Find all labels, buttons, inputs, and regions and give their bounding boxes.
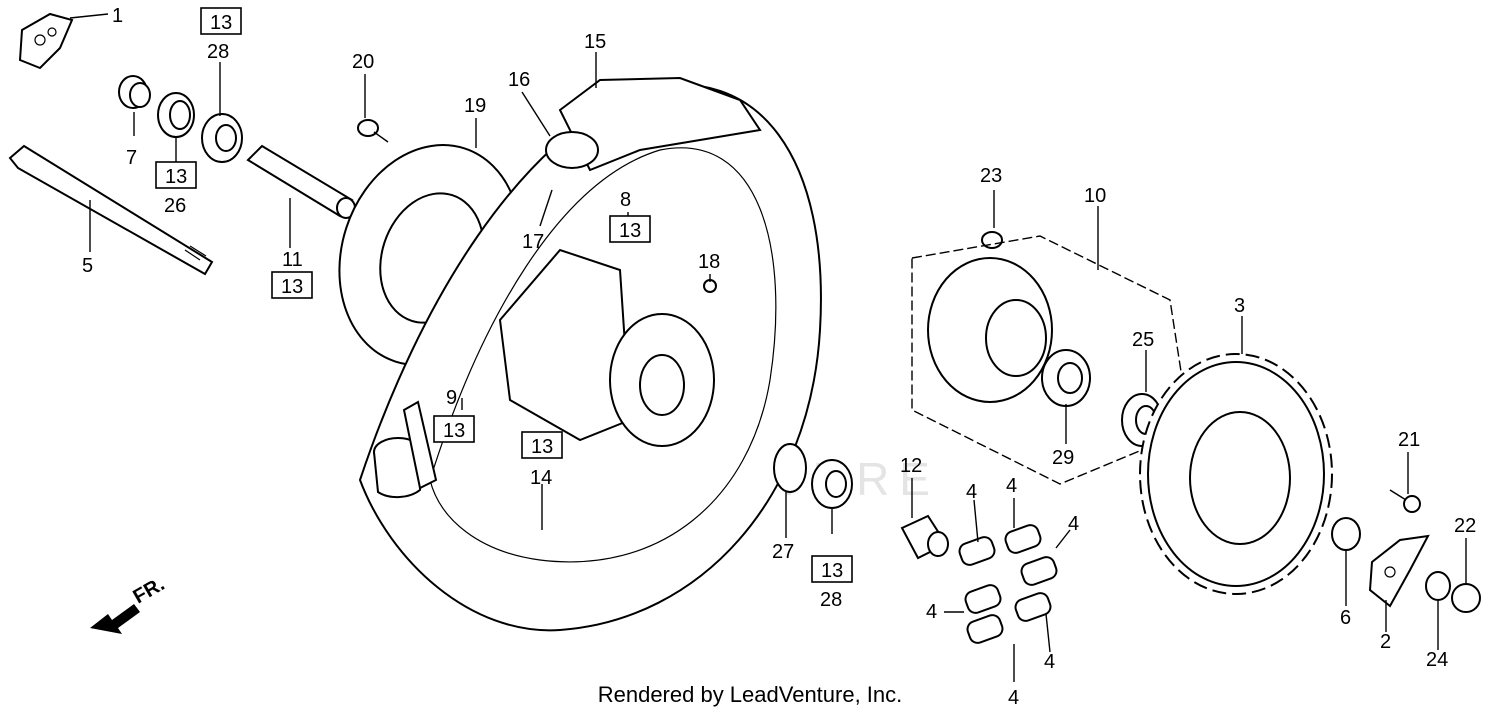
part-bearing-lower xyxy=(811,459,853,509)
svg-text:13: 13 xyxy=(531,436,553,458)
callout-21: 21 xyxy=(1398,429,1420,451)
callout-8: 8 xyxy=(620,189,631,211)
callout-1: 1 xyxy=(112,5,123,27)
part-wheel-damper-rubbers xyxy=(958,524,1058,644)
part-bearing-upper xyxy=(201,113,243,163)
front-direction-label: FR. xyxy=(130,573,169,608)
callout-7: 7 xyxy=(126,147,137,169)
callout-4-d: 4 xyxy=(926,601,937,623)
callout-2: 2 xyxy=(1380,631,1391,653)
callout-18: 18 xyxy=(698,251,720,273)
callout-28-top: 28 xyxy=(207,41,229,63)
callout-3: 3 xyxy=(1234,295,1245,317)
svg-text:13: 13 xyxy=(619,220,641,242)
callout-4-b: 4 xyxy=(1006,475,1017,497)
callout-29: 29 xyxy=(1052,447,1074,469)
callout-16: 16 xyxy=(508,69,530,91)
callout-6: 6 xyxy=(1340,607,1351,629)
part-disc-bolt xyxy=(357,119,389,143)
callout-4-e: 4 xyxy=(1044,651,1055,673)
callout-15: 15 xyxy=(584,31,606,53)
part-flange-collar xyxy=(900,514,949,560)
part-rim-flap xyxy=(373,400,438,498)
callout-23: 23 xyxy=(980,165,1002,187)
part-rear-axle xyxy=(8,144,214,276)
part-side-collar-left xyxy=(118,75,151,109)
part-distance-collar xyxy=(246,144,356,219)
part-washer xyxy=(1425,571,1451,601)
part-chain-adjuster-right xyxy=(1368,534,1430,608)
ref-box-13-spoke: 13 xyxy=(609,215,651,243)
ref-box-13-hub: 13 xyxy=(521,431,563,459)
callout-19: 19 xyxy=(464,95,486,117)
svg-text:13: 13 xyxy=(210,12,232,34)
ref-box-13-seal: 13 xyxy=(155,161,197,189)
part-driven-sprocket xyxy=(1139,353,1333,595)
part-adjuster-bolt xyxy=(1389,489,1421,513)
leader-lines xyxy=(69,13,1467,682)
callout-4-a: 4 xyxy=(966,481,977,503)
callout-24: 24 xyxy=(1426,649,1448,671)
callout-12: 12 xyxy=(900,455,922,477)
part-driven-flange xyxy=(911,235,1191,485)
callout-4-c: 4 xyxy=(1068,513,1079,535)
part-rim-lock xyxy=(545,131,599,169)
ref-box-13-collar: 13 xyxy=(271,271,313,299)
svg-text:13: 13 xyxy=(165,166,187,188)
part-axle-nut xyxy=(1451,583,1481,613)
callout-5: 5 xyxy=(82,255,93,277)
callout-11: 11 xyxy=(282,249,303,271)
part-chain-adjuster-left xyxy=(18,12,74,70)
callout-27: 27 xyxy=(772,541,794,563)
callout-22: 22 xyxy=(1454,515,1476,537)
svg-text:13: 13 xyxy=(821,560,843,582)
credit-text: Rendered by LeadVenture, Inc. xyxy=(597,682,903,707)
callout-28-bottom: 28 xyxy=(820,589,842,611)
callout-14: 14 xyxy=(530,467,552,489)
svg-text:13: 13 xyxy=(443,420,465,442)
part-flange-bearing xyxy=(1041,349,1091,407)
ref-box-13-rim: 13 xyxy=(433,415,475,443)
callout-25: 25 xyxy=(1132,329,1154,351)
callout-10: 10 xyxy=(1084,185,1106,207)
callout-17: 17 xyxy=(522,231,544,253)
ref-box-13-top-left: 13 xyxy=(200,7,242,35)
callout-9: 9 xyxy=(446,387,457,409)
part-wheel-hub xyxy=(498,248,715,447)
ref-box-13-bearing: 13 xyxy=(811,555,853,583)
callout-4-f: 4 xyxy=(1008,687,1019,709)
part-side-collar-right xyxy=(1331,517,1361,551)
callout-20: 20 xyxy=(352,51,374,73)
callout-26: 26 xyxy=(164,195,186,217)
front-direction-arrow: FR. xyxy=(90,573,168,634)
part-dust-seal xyxy=(157,92,195,138)
part-o-ring xyxy=(773,443,807,493)
svg-text:13: 13 xyxy=(281,276,303,298)
